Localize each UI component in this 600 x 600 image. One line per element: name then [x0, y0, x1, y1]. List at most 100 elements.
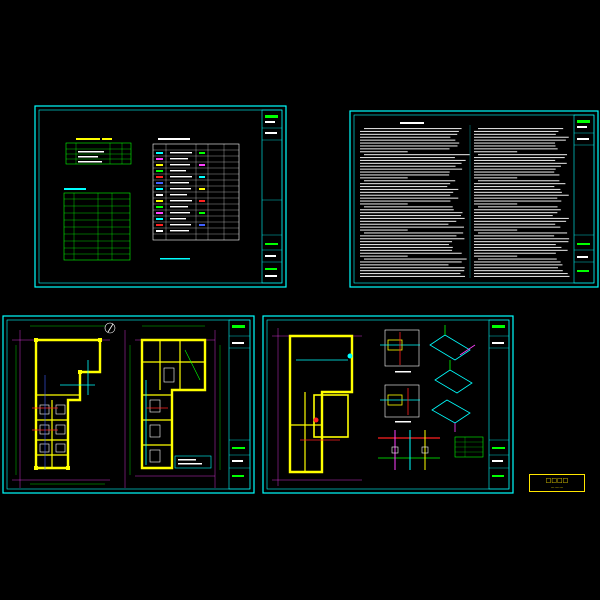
plan-legend-box [174, 455, 212, 469]
notes-text-line [360, 264, 449, 266]
notes-text-line [360, 168, 463, 170]
notes-text-line [474, 226, 561, 228]
logo-stamp-mark: □□□□ [545, 477, 569, 484]
notes-text-line [474, 171, 555, 173]
fixtures [39, 404, 66, 453]
floor-plan-right [135, 325, 221, 488]
title-block [573, 114, 595, 284]
interior-walls [142, 340, 205, 446]
sheet-index-legend [34, 105, 287, 288]
interior-walls [36, 394, 80, 468]
notes-text-line [360, 212, 463, 214]
detail-room-top [380, 329, 420, 373]
isometric-pipe-a [429, 325, 476, 361]
dimension-lines [15, 325, 131, 485]
notes-text-line [360, 145, 458, 147]
title-block [261, 109, 283, 284]
notes-text-line [474, 203, 518, 205]
notes-text-line [474, 273, 568, 275]
title-block [228, 319, 251, 490]
notes-text-line [474, 148, 558, 150]
notes-text-line [474, 229, 518, 231]
notes-text-line [474, 244, 556, 246]
notes-text-line [360, 252, 462, 254]
notes-text-line [360, 177, 408, 179]
notes-text-line [360, 157, 455, 159]
floor-plan [272, 328, 362, 486]
notes-text-line [474, 238, 570, 240]
notes-text-line [360, 171, 450, 173]
logo-stamp-subtext: ·········· [550, 485, 564, 490]
notes-text-line [474, 267, 558, 269]
notes-text-line [474, 255, 518, 257]
notes-text-line [474, 215, 553, 217]
notes-text-line [360, 183, 451, 185]
fixtures [149, 367, 175, 463]
sheet-floor-plans [2, 315, 255, 494]
notes-text-line [360, 220, 457, 222]
notes-text-line [474, 188, 561, 190]
notes-text-block [360, 128, 570, 277]
notes-text-line [360, 223, 449, 225]
detail-room-bottom [380, 384, 420, 423]
notes-text-line [360, 186, 448, 188]
floor-plan-left [12, 322, 131, 488]
notes-text-line [474, 220, 567, 222]
notes-text-line [360, 215, 461, 217]
notes-text-line [360, 174, 450, 176]
notes-text-line [360, 191, 454, 193]
notes-text-line [360, 209, 454, 211]
drawing-index-table [65, 138, 132, 165]
notes-text-line [360, 217, 465, 219]
north-arrow-icon [104, 322, 116, 334]
notes-text-line [360, 275, 466, 277]
notes-text-line [360, 267, 465, 269]
notes-text-line [360, 261, 462, 263]
notes-text-line [360, 139, 456, 141]
notes-text-line [360, 226, 464, 228]
notes-text-line [364, 128, 462, 130]
notes-text-line [364, 206, 453, 208]
notes-text-line [474, 183, 566, 185]
notes-text-line [474, 200, 562, 202]
notes-text-line [360, 136, 451, 138]
notes-text-line [474, 252, 556, 254]
notes-text-line [360, 162, 462, 164]
notes-text-line [478, 232, 568, 234]
notes-text-line [364, 258, 467, 260]
notes-text-line [474, 246, 562, 248]
notes-text-line [360, 194, 451, 196]
notes-text-line [360, 273, 461, 275]
notes-text-line [474, 223, 556, 225]
notes-text-line [474, 177, 518, 179]
system-diagrams [378, 325, 484, 470]
notes-text-line [474, 130, 559, 132]
pump-room-outline [313, 394, 349, 438]
exterior-wall [34, 338, 102, 470]
notes-title-mark [400, 122, 424, 124]
column-marks [34, 338, 102, 470]
notes-text-line [360, 130, 459, 132]
notes-text-line [478, 128, 564, 130]
notes-text-line [360, 159, 466, 161]
notes-text-line [474, 261, 561, 263]
title-block [488, 319, 510, 490]
notes-text-line [360, 148, 450, 150]
symbol-legend-table [152, 138, 240, 260]
notes-text-line [360, 238, 465, 240]
notes-text-line [360, 151, 408, 153]
notes-text-line [360, 133, 458, 135]
logo-stamp: □□□□ ·········· [529, 474, 585, 492]
notes-text-line [360, 255, 408, 257]
notes-text-line [474, 186, 555, 188]
legend-symbols [156, 152, 205, 232]
notes-text-line [360, 244, 449, 246]
notes-text-line [474, 212, 558, 214]
notes-text-line [360, 246, 453, 248]
riser-diagram [378, 430, 440, 470]
notes-text-line [474, 197, 558, 199]
notes-text-line [360, 241, 453, 243]
notes-text-line [474, 194, 569, 196]
interior-walls [290, 392, 322, 472]
notes-text-line [474, 168, 556, 170]
